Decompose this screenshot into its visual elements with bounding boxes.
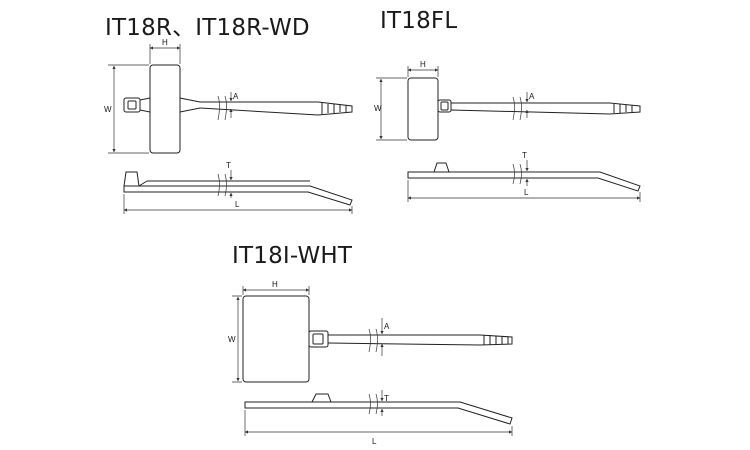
it18fl-top-view: H W A [374,60,641,141]
it18i-head-side [311,393,332,403]
it18r-strap [199,101,353,116]
dim-l-label: L [372,437,377,446]
it18i-strap-side [244,401,513,425]
it18i-strap [327,334,513,346]
it18i-side-view: T L [244,390,513,446]
dim-w-label: W [104,105,112,114]
dim-w-label: W [374,104,382,113]
it18i-marker-plate [242,295,310,383]
it18fl-side-view: T L [407,151,641,202]
it18fl-head-side [433,162,450,173]
dim-a-label: A [529,92,535,101]
it18r-head [123,97,141,113]
it18fl-head [437,99,452,113]
it18i-top-view: H W A [228,280,513,383]
title-it18i-wht: IT18I-WHT [232,243,353,269]
dim-w-label: W [228,335,236,344]
it18r-side-view: T L [123,161,353,214]
title-it18fl: IT18FL [380,8,458,34]
dim-t-label: T [226,161,231,170]
dim-l-label: L [235,200,240,209]
it18fl-strap [450,102,641,115]
title-it18r: IT18R、IT18R-WD [105,15,310,41]
dim-a-label: A [233,92,239,101]
dim-t-label: T [384,394,389,403]
it18r-strap-side [123,185,353,206]
dim-h-label: H [420,60,426,69]
it18r-marker-plate [149,64,181,154]
it18r-head-side [123,171,140,187]
dim-h-label: H [272,280,278,289]
it18i-head [308,330,329,348]
it18fl-marker-plate [407,77,439,141]
it18fl-strap-side [407,171,641,192]
dim-t-label: T [522,151,527,160]
it18r-top-view: H W A [104,38,353,154]
dim-h-label: H [162,38,168,47]
dim-a-label: A [384,322,390,331]
dim-l-label: L [524,188,529,197]
